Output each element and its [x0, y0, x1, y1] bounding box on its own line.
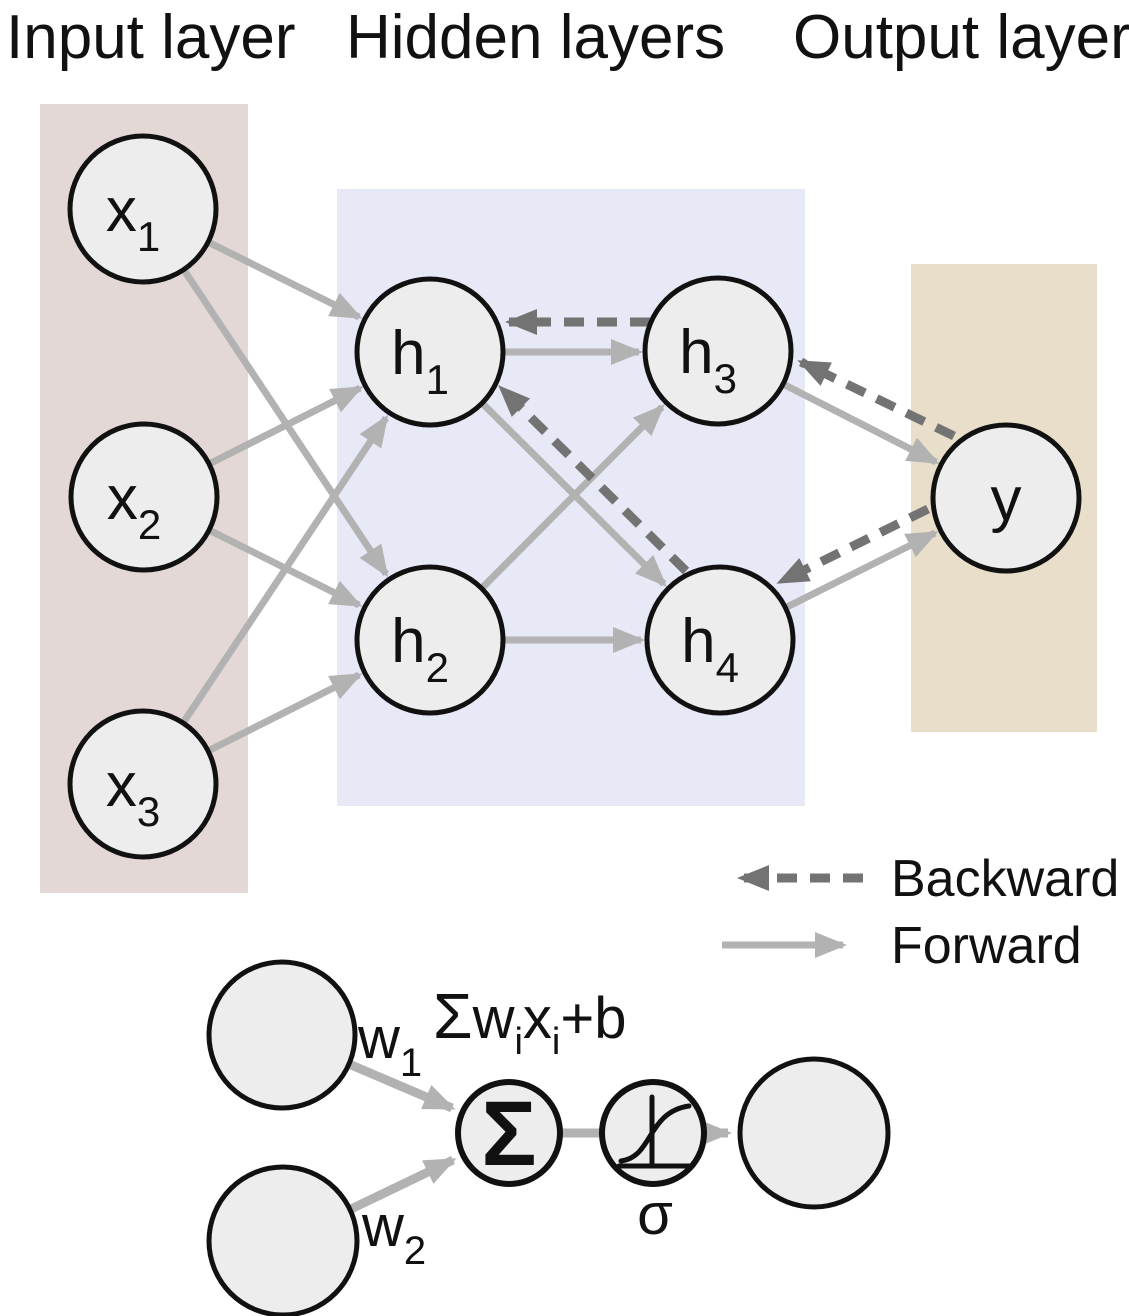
node-x1-label: x1 — [106, 176, 160, 260]
node-x3-circle — [67, 708, 219, 860]
neuron-detail: Σ σ w1 w2 Σwixi+b — [206, 959, 891, 1316]
detail-sum-node — [455, 1079, 563, 1187]
legend-forward-label: Forward — [891, 917, 1082, 975]
node-x2-circle — [68, 421, 220, 573]
node-h3: h3 — [642, 275, 794, 427]
weight-label-w1: w1 — [357, 1006, 422, 1085]
sum-symbol-label: Σ — [481, 1083, 536, 1185]
node-h4-label: h4 — [681, 607, 739, 691]
legend: Backward Forward — [722, 850, 1119, 975]
detail-input-node-1 — [206, 959, 358, 1111]
edge-x2-h1-forward — [207, 384, 364, 468]
sigmoid-curve-icon — [616, 1094, 694, 1169]
node-h2-circle — [354, 564, 506, 716]
edge-h4-y-forward — [783, 529, 939, 612]
backward-edges — [497, 309, 956, 587]
node-h2: h2 — [354, 564, 506, 716]
network-nodes: x1 x2 x3 h1 h2 h3 h4 y — [67, 133, 1082, 860]
edge-x3-h1-forward — [180, 414, 389, 725]
forward-edges — [180, 238, 940, 755]
hidden-layers-title: Hidden layers — [346, 3, 725, 72]
activation-symbol-label: σ — [637, 1182, 673, 1247]
node-y-circle — [930, 422, 1082, 574]
detail-output-node — [737, 1056, 891, 1210]
node-h2-label: h2 — [391, 607, 449, 691]
edge-y-h4-backward — [776, 504, 930, 587]
detail-edge-input2-sum-forward — [347, 1155, 457, 1215]
edge-h2-h3-forward — [479, 404, 665, 591]
sigmoid-s-curve — [618, 1103, 692, 1164]
titles: Input layer Hidden layers Output layer — [6, 3, 1129, 72]
detail-input-node-2 — [206, 1164, 360, 1316]
node-x3-label: x3 — [106, 751, 160, 835]
node-h1-label: h1 — [391, 319, 449, 403]
node-x1: x1 — [67, 133, 219, 285]
node-h4-circle — [644, 564, 796, 716]
node-x3: x3 — [67, 708, 219, 860]
input-layer-title: Input layer — [6, 3, 296, 72]
edge-x3-h2-forward — [206, 671, 363, 755]
weight-label-w2: w2 — [361, 1194, 426, 1273]
edge-h3-y-forward — [781, 380, 940, 466]
output-layer-title: Output layer — [793, 3, 1129, 72]
node-h4: h4 — [644, 564, 796, 716]
node-y-label: y — [991, 465, 1022, 534]
edge-h4-h1-backward — [497, 384, 690, 575]
node-x1-circle — [67, 133, 219, 285]
legend-backward-label: Backward — [891, 850, 1119, 908]
node-h1-circle — [354, 276, 506, 428]
node-h1: h1 — [354, 276, 506, 428]
node-x2-label: x2 — [107, 464, 161, 548]
node-x2: x2 — [68, 421, 220, 573]
node-h3-circle — [642, 275, 794, 427]
node-y: y — [930, 422, 1082, 574]
detail-edge-input1-sum-forward — [347, 1059, 456, 1113]
edge-x1-h1-forward — [206, 238, 363, 321]
edge-y-h3-backward — [797, 357, 956, 441]
weighted-sum-formula: Σwixi+b — [433, 980, 627, 1063]
node-h3-label: h3 — [679, 318, 737, 402]
